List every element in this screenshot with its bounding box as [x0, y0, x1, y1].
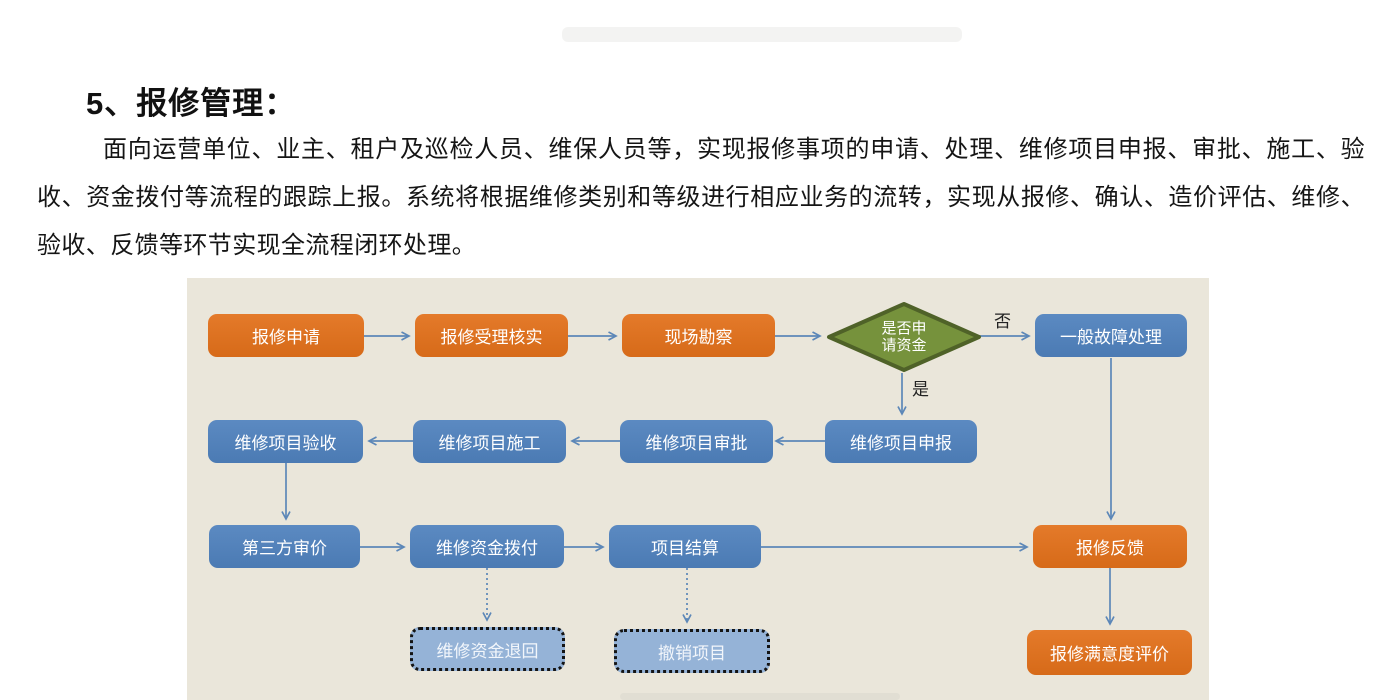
node-label: 维修项目验收 — [234, 434, 337, 453]
decision-diamond-shape — [827, 302, 981, 372]
node-label: 报修反馈 — [1076, 539, 1144, 558]
flow-node-fund-return: 维修资金退回 — [410, 627, 565, 671]
node-label: 报修满意度评价 — [1050, 645, 1169, 664]
node-label: 维修项目施工 — [438, 434, 541, 453]
flow-node-general-fault: 一般故障处理 — [1035, 314, 1187, 357]
faint-watermark-bottom — [620, 693, 900, 700]
node-label: 维修资金退回 — [436, 641, 539, 661]
node-label: 第三方审价 — [242, 539, 327, 558]
flow-node-satisfaction-rating: 报修满意度评价 — [1027, 630, 1192, 675]
node-label: 报修受理核实 — [440, 328, 543, 347]
node-label: 一般故障处理 — [1060, 328, 1162, 347]
faint-watermark-top — [562, 27, 962, 42]
flow-node-repair-feedback: 报修反馈 — [1033, 525, 1187, 568]
flow-node-project-acceptance: 维修项目验收 — [208, 420, 363, 463]
decision-label: 是否申请资金 — [881, 320, 927, 354]
node-label: 撤销项目 — [658, 643, 726, 663]
node-label: 现场勘察 — [664, 328, 733, 347]
node-label: 维修项目审批 — [645, 434, 748, 453]
node-label: 报修申请 — [252, 328, 320, 347]
flow-node-third-party-audit: 第三方审价 — [209, 525, 360, 568]
node-label: 维修项目申报 — [850, 434, 952, 453]
edge-label-yes: 是 — [912, 380, 929, 399]
flow-node-fund-payment: 维修资金拨付 — [410, 525, 564, 568]
flow-node-project-declare: 维修项目申报 — [825, 420, 977, 463]
flow-node-project-construction: 维修项目施工 — [413, 420, 566, 463]
flow-node-project-approval: 维修项目审批 — [620, 420, 773, 463]
flow-node-repair-apply: 报修申请 — [208, 314, 364, 357]
flow-node-repair-accept-verify: 报修受理核实 — [415, 314, 568, 357]
node-label: 项目结算 — [651, 539, 719, 558]
flow-decision-apply-funds: 是否申请资金 — [826, 301, 982, 373]
decision-label-wrap: 是否申请资金 — [826, 301, 982, 373]
edge-label-no: 否 — [994, 312, 1011, 331]
flow-node-site-survey: 现场勘察 — [622, 314, 775, 357]
flow-node-cancel-project: 撤销项目 — [614, 629, 770, 673]
section-title: 5、报修管理： — [86, 86, 297, 121]
flow-node-project-settlement: 项目结算 — [609, 525, 761, 568]
node-label: 维修资金拨付 — [436, 539, 538, 558]
section-paragraph: 面向运营单位、业主、租户及巡检人员、维保人员等，实现报修事项的申请、处理、维修项… — [37, 136, 1365, 259]
